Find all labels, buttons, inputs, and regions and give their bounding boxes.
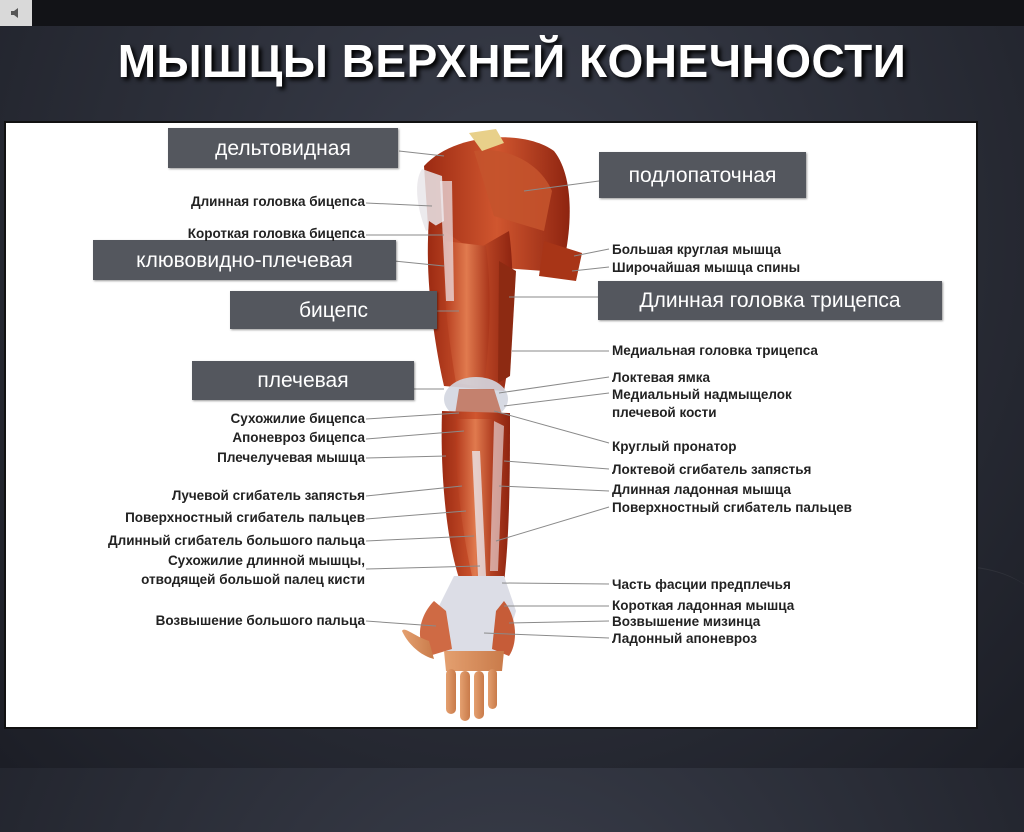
speaker-icon bbox=[11, 8, 18, 18]
arm-diagram bbox=[365, 129, 610, 721]
speaker-button[interactable] bbox=[0, 0, 32, 26]
upper-arm-muscles bbox=[427, 181, 516, 391]
label-subscapularis: подлопаточная bbox=[599, 152, 806, 198]
anno-thenar: Возвышение большого пальца bbox=[155, 613, 365, 628]
label-deltoid: дельтовидная bbox=[168, 128, 398, 168]
anno-fcu: Локтевой сгибатель запястья bbox=[612, 462, 812, 477]
anno-medial-epicondyle-line2: плечевой кости bbox=[612, 405, 717, 420]
slide-title: МЫШЦЫ ВЕРХНЕЙ КОНЕЧНОСТИ bbox=[117, 35, 907, 87]
anno-apl-tendon-line2: отводящей большой палец кисти bbox=[141, 572, 365, 587]
anno-teres-major: Большая круглая мышца bbox=[612, 242, 781, 257]
leader-lines bbox=[365, 150, 610, 639]
label-brachialis: плечевая bbox=[192, 361, 414, 400]
anno-apl-tendon-line1: Сухожилие длинной мышцы, bbox=[167, 553, 365, 568]
anno-biceps-short-head: Короткая головка бицепса bbox=[187, 226, 365, 241]
hand bbox=[402, 576, 516, 721]
label-coracobrachialis: клювовидно-плечевая bbox=[93, 240, 396, 280]
anno-cubital-fossa: Локтевая ямка bbox=[612, 370, 710, 385]
anno-palmaris-brevis: Короткая ладонная мышца bbox=[612, 598, 795, 613]
anno-fds-right: Поверхностный сгибатель пальцев bbox=[612, 500, 852, 515]
anno-fcr: Лучевой сгибатель запястья bbox=[171, 488, 365, 503]
shoulder-muscles bbox=[417, 129, 582, 281]
anno-palmar-aponeurosis: Ладонный апоневроз bbox=[612, 631, 757, 646]
anno-triceps-medial: Медиальная головка трицепса bbox=[612, 343, 818, 358]
anno-medial-epicondyle-line1: Медиальный надмыщелок bbox=[612, 387, 792, 402]
anno-latissimus: Широчайшая мышца спины bbox=[612, 260, 801, 275]
anno-pronator-teres: Круглый пронатор bbox=[612, 439, 737, 454]
anno-fpl: Длинный сгибатель большого пальца bbox=[108, 533, 365, 548]
forearm-muscles bbox=[441, 411, 510, 583]
anno-forearm-fascia: Часть фасции предплечья bbox=[612, 577, 791, 592]
label-biceps: бицепс bbox=[230, 291, 437, 329]
label-triceps-long-head: Длинная головка трицепса bbox=[598, 281, 942, 320]
anno-brachioradialis: Плечелучевая мышца bbox=[217, 450, 365, 465]
anno-fds-left: Поверхностный сгибатель пальцев bbox=[125, 510, 365, 525]
anno-biceps-tendon: Сухожилие бицепса bbox=[230, 411, 365, 426]
anno-biceps-aponeurosis: Апоневроз бицепса bbox=[232, 430, 365, 445]
anno-hypothenar: Возвышение мизинца bbox=[612, 614, 761, 629]
top-bar bbox=[0, 0, 1024, 26]
anno-biceps-long-head: Длинная головка бицепса bbox=[190, 194, 365, 209]
anno-palmaris-longus: Длинная ладонная мышца bbox=[612, 482, 792, 497]
